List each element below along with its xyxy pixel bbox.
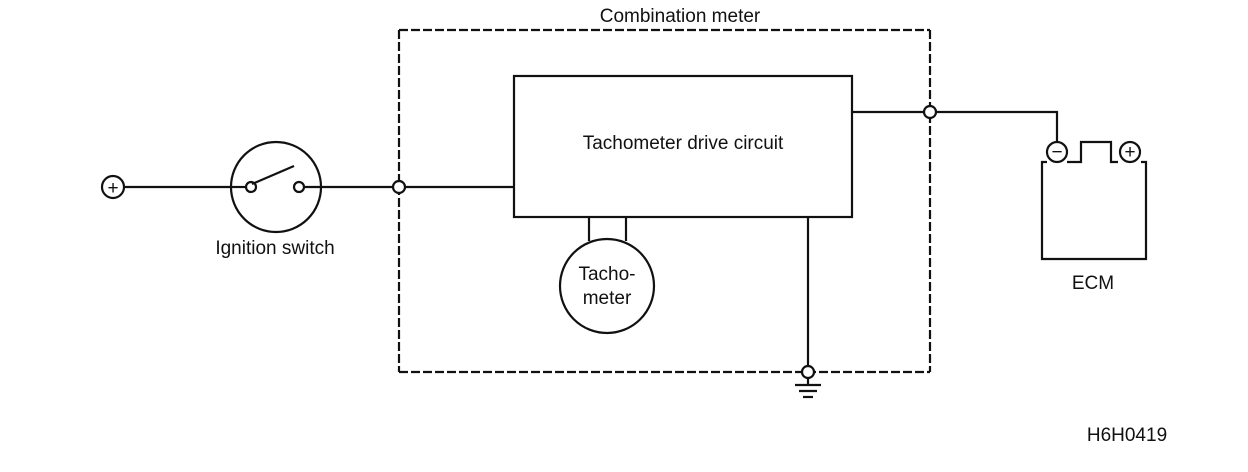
combination-meter-boundary [397,28,932,374]
ecm-unit: − + [1040,140,1148,261]
combination-meter-label: Combination meter [600,6,761,27]
ecm-label: ECM [1072,273,1114,294]
tachometer-drive-circuit-box [512,74,854,219]
junction-node-right [922,104,938,120]
ecm-negative-terminal [1045,140,1069,164]
ignition-switch [229,140,323,234]
figure-code: H6H0419 [1087,425,1167,446]
tachometer-gauge: Tacho- meter [558,217,656,335]
wire-to-ecm-negative [936,110,1059,142]
ignition-switch-label: Ignition switch [215,238,334,259]
tachometer-label-line2: meter [583,288,632,309]
tachometer-label-line1: Tacho- [578,264,635,285]
positive-symbol: + [107,178,118,199]
ground-icon [795,378,821,399]
negative-symbol: − [1051,142,1062,163]
battery-positive-terminal: + [100,174,126,200]
junction-node-left [391,179,407,195]
ground-junction-node [800,364,816,380]
tachometer-drive-circuit-label: Tachometer drive circuit [583,133,784,154]
ecm-positive-terminal [1118,140,1142,164]
positive-symbol-ecm: + [1124,142,1135,163]
